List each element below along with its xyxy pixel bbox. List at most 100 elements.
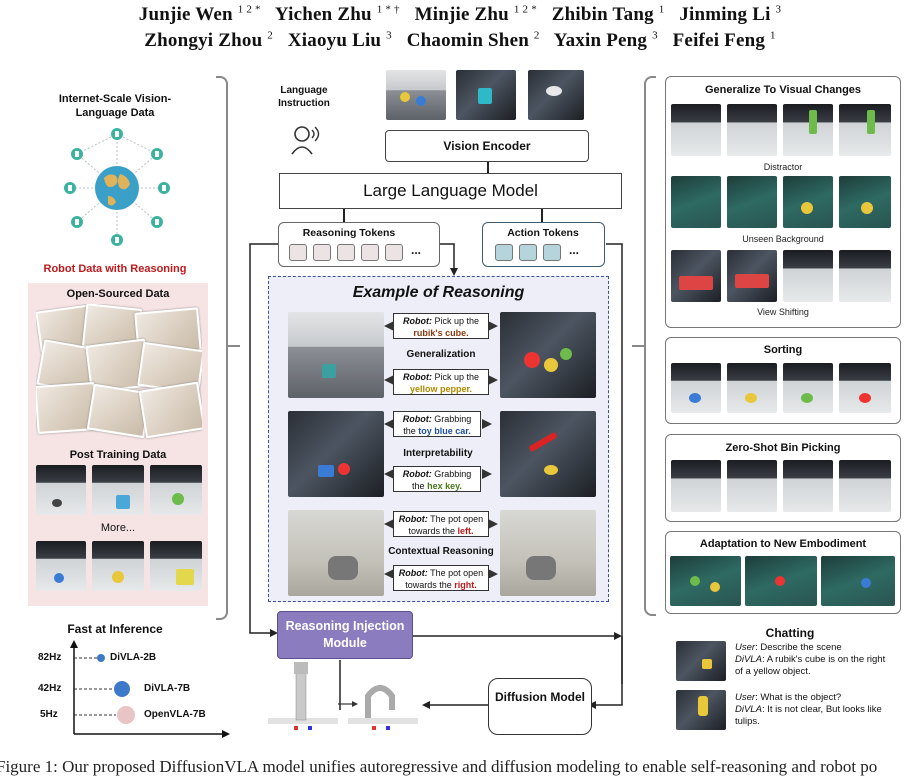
more-label: More... <box>100 522 136 534</box>
post-training-photo <box>150 465 202 515</box>
example-photo <box>288 411 384 497</box>
caption-view-shifting: View Shifting <box>757 307 809 317</box>
reasoning-token <box>385 244 403 261</box>
post-training-photo <box>92 541 144 591</box>
fast-inference-title: Fast at Inference <box>67 622 163 636</box>
example-photo <box>288 510 384 596</box>
author-line-1: Junjie Wen 1 2 * Yichen Zhu 1 * † Minjie… <box>0 4 920 26</box>
reasoning-token <box>337 244 355 261</box>
example-reasoning-title: Example of Reasoning <box>352 284 525 301</box>
chat-message-2: User: What is the object? DiVLA: It is n… <box>735 692 882 727</box>
chatting-title: Chatting <box>765 626 815 640</box>
robot-caption-box: Robot: Pick up the rubik's cube. <box>393 313 489 339</box>
reasoning-injection-module: Reasoning Injection Module <box>277 611 413 659</box>
reasoning-tokens-label: Reasoning Tokens <box>302 227 396 239</box>
post-training-photo <box>36 541 86 591</box>
robot-arm-icon <box>268 662 418 730</box>
robot-reasoning-title: Robot Data with Reasoning <box>43 263 187 275</box>
connector-line <box>487 162 489 174</box>
vision-encoder-box: Vision Encoder <box>385 130 589 162</box>
author: Junjie Wen 1 2 * <box>138 4 261 26</box>
robot-caption-box: Robot: Pick up the yellow pepper. <box>393 369 489 395</box>
bin-picking-photo <box>839 460 891 512</box>
caption-unseen-background: Unseen Background <box>742 234 824 244</box>
adaptation-title: Adaptation to New Embodiment <box>699 538 867 550</box>
generalize-photo <box>671 104 721 156</box>
example-photo <box>500 411 596 497</box>
sorting-photo <box>783 363 833 413</box>
author: Feifei Feng 1 <box>672 30 776 52</box>
globe-network-icon <box>64 128 170 246</box>
author: Zhongyi Zhou 2 <box>144 30 273 52</box>
connector-line <box>541 209 543 223</box>
embodiment-photo <box>670 556 741 606</box>
vision-input-photo <box>456 70 516 120</box>
speed-hz-label: 5Hz <box>40 709 58 720</box>
flow-lines <box>249 243 623 710</box>
chat-photo <box>676 690 726 730</box>
speed-model-label: DiVLA-2B <box>110 652 157 663</box>
robot-caption-box: Robot: Grabbing the hex key. <box>393 466 481 492</box>
reasoning-tokens-box: Reasoning Tokens ... <box>278 222 440 267</box>
sorting-photo <box>727 363 777 413</box>
author: Yaxin Peng 3 <box>553 30 658 52</box>
left-group-bracket <box>216 76 228 620</box>
vision-input-photo <box>528 70 584 120</box>
generalize-photo <box>839 104 891 156</box>
speed-hz-label: 42Hz <box>38 683 62 694</box>
robot-caption-box: Robot: The pot open towards the right. <box>393 565 489 591</box>
chat-photo <box>676 641 726 681</box>
bracket-tick <box>226 345 240 347</box>
sorting-title: Sorting <box>763 344 803 356</box>
action-tokens-label: Action Tokens <box>507 227 579 239</box>
generalize-title: Generalize To Visual Changes <box>704 84 862 96</box>
reasoning-token <box>361 244 379 261</box>
reasoning-token <box>313 244 331 261</box>
connector-line <box>343 209 345 223</box>
bin-picking-photo <box>671 460 721 512</box>
bracket-tick <box>632 345 646 347</box>
example-photo <box>500 510 596 596</box>
generalize-photo <box>727 104 777 156</box>
author: Minjie Zhu 1 2 * <box>414 4 537 26</box>
chat-message-1: User: Describe the scene DiVLA: A rubik'… <box>735 642 886 677</box>
generalize-photo <box>783 250 833 302</box>
open-sourced-title: Open-Sourced Data <box>66 288 170 300</box>
caption-arrows <box>384 321 394 578</box>
generalize-photo <box>839 176 891 228</box>
example-heading: Interpretability <box>403 448 473 459</box>
generalize-photo <box>783 176 833 228</box>
language-instruction-label: Language Instruction <box>278 85 330 109</box>
example-heading: Generalization <box>406 349 476 360</box>
author: Yichen Zhu 1 * † <box>274 4 400 26</box>
vision-input-photo <box>386 70 446 120</box>
speed-model-label: DiVLA-7B <box>144 683 191 694</box>
action-token <box>543 244 561 261</box>
ellipsis: ... <box>569 243 580 257</box>
open-sourced-collage <box>36 304 202 440</box>
action-token <box>495 244 513 261</box>
generalize-photo <box>727 176 777 228</box>
post-training-photo <box>150 541 202 591</box>
ellipsis: ... <box>411 243 422 257</box>
speed-hz-label: 82Hz <box>38 652 62 663</box>
author-line-2: Zhongyi Zhou 2 Xiaoyu Liu 3 Chaomin Shen… <box>0 30 920 52</box>
author: Jinming Li 3 <box>679 4 782 26</box>
diffusion-model-box: Diffusion Model <box>488 678 592 735</box>
post-training-photo <box>92 465 144 515</box>
action-token <box>519 244 537 261</box>
sorting-photo <box>839 363 891 413</box>
generalize-photo <box>671 250 721 302</box>
internet-data-title: Internet-Scale Vision-Language Data <box>58 93 172 119</box>
generalize-photo <box>839 250 891 302</box>
caption-distractor: Distractor <box>763 162 803 172</box>
speed-chart <box>70 640 230 738</box>
speaker-icon <box>291 126 320 155</box>
author: Xiaoyu Liu 3 <box>287 30 392 52</box>
generalize-photo <box>727 250 777 302</box>
llm-box: Large Language Model <box>279 173 622 209</box>
bin-picking-photo <box>783 460 833 512</box>
robot-caption-box: Robot: Grabbing the toy blue car. <box>393 411 481 437</box>
caption-arrows <box>482 321 498 578</box>
generalize-photo <box>783 104 833 156</box>
